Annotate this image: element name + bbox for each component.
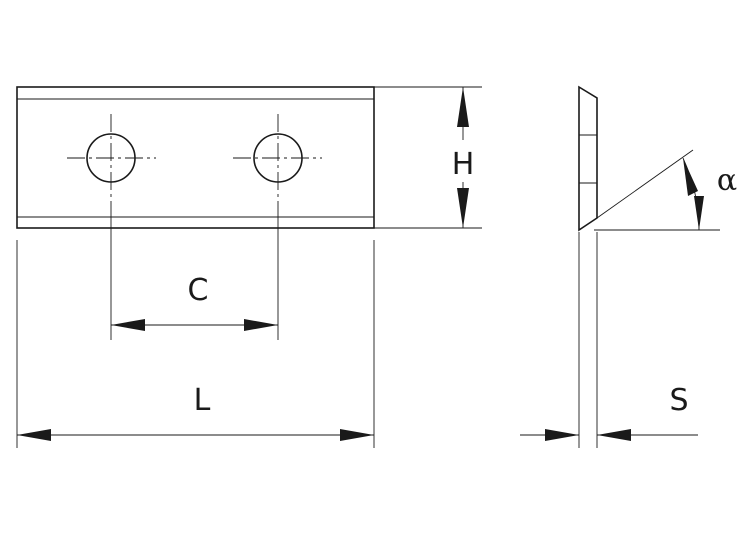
thickness-arrow-right (597, 429, 631, 441)
thickness-dimension: S (520, 232, 698, 448)
thickness-arrow-left (545, 429, 579, 441)
angle-label: α (717, 163, 737, 198)
insert-front-view (16, 86, 375, 229)
angle-arrow-bottom (694, 196, 704, 230)
length-arrow-right (340, 429, 374, 441)
hole-spacing-label: C (188, 273, 209, 308)
height-label: H (452, 147, 475, 182)
length-arrow-left (17, 429, 51, 441)
angle-arrow-top (683, 158, 698, 196)
hole-spacing-dimension: C (110, 202, 279, 340)
hole-spacing-arrow-right (244, 319, 278, 331)
height-arrow-top (457, 87, 469, 127)
side-profile-outline (578, 85, 598, 232)
thickness-label: S (669, 383, 688, 418)
hole-spacing-arrow-left (111, 319, 145, 331)
length-label: L (194, 383, 211, 418)
insert-side-view (578, 85, 598, 232)
insert-outline (16, 86, 375, 229)
height-arrow-bottom (457, 188, 469, 228)
height-dimension: H (374, 86, 482, 229)
angle-dimension: α (594, 149, 737, 231)
length-dimension: L (16, 240, 375, 448)
angle-bevel-line (596, 149, 694, 219)
